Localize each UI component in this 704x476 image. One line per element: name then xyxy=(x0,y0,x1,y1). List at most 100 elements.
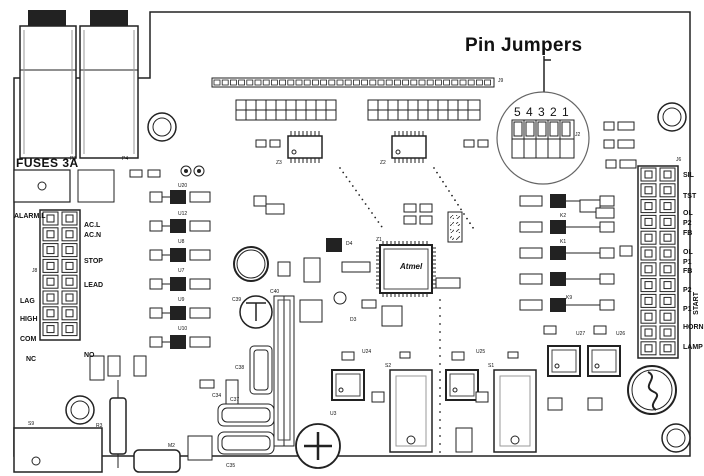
component-ref-j9: J9 xyxy=(498,78,504,84)
terminal-screw xyxy=(663,233,672,242)
component-ref-j6: J6 xyxy=(676,157,682,163)
via xyxy=(361,198,364,201)
via xyxy=(439,315,441,317)
passive xyxy=(89,355,105,381)
passive xyxy=(265,203,285,215)
component-ref-k9: K9 xyxy=(566,295,573,301)
component-ref-c37: C37 xyxy=(230,397,240,403)
fuse-holder-p4 xyxy=(79,10,139,159)
via xyxy=(439,323,441,325)
component-ref-c39: C39 xyxy=(232,297,242,303)
terminal-screw xyxy=(663,328,672,337)
via xyxy=(358,194,361,196)
terminal-screw xyxy=(644,249,653,258)
header-pin xyxy=(467,79,475,86)
header-pin xyxy=(311,79,319,86)
resistor-pack xyxy=(189,336,211,348)
passive xyxy=(587,397,603,411)
start-label: START xyxy=(693,292,700,315)
via xyxy=(439,363,441,365)
test-points xyxy=(180,165,205,177)
header-j9 xyxy=(211,77,495,88)
terminal-screw xyxy=(663,296,672,305)
passive xyxy=(619,245,633,257)
via xyxy=(439,451,441,453)
via xyxy=(374,216,377,219)
component-ref-u7: U7 xyxy=(178,268,185,274)
left-terminal-label: ALARM.L xyxy=(14,213,46,220)
via xyxy=(439,403,441,405)
passive xyxy=(255,139,267,148)
component-ref-p3: P3 xyxy=(70,156,77,162)
resistor xyxy=(149,307,163,319)
resistor-pack xyxy=(189,307,211,319)
component-ref-u25: U25 xyxy=(476,349,486,355)
inductor xyxy=(233,246,269,282)
via xyxy=(451,194,453,197)
terminal-screw xyxy=(663,312,672,321)
header-pin xyxy=(295,79,303,86)
header-pin xyxy=(213,79,221,86)
via xyxy=(439,379,441,381)
resistor xyxy=(599,273,615,285)
component-ref-u3: U3 xyxy=(330,411,337,417)
header-pin xyxy=(352,79,360,86)
mounting-hole-bottom-left xyxy=(65,395,95,425)
relay-s2 xyxy=(389,369,433,453)
via xyxy=(433,167,435,169)
terminal-screw xyxy=(46,277,55,286)
driver-ic-body xyxy=(335,373,361,397)
via xyxy=(463,213,465,215)
component-ref-c38: C38 xyxy=(235,365,245,371)
resistor-pack xyxy=(519,221,543,233)
via xyxy=(469,222,471,225)
passive xyxy=(463,139,475,148)
terminal-screw xyxy=(644,312,653,321)
terminal-screw xyxy=(663,344,672,353)
component-ref-c34: C34 xyxy=(212,393,222,399)
left-terminal-label: COM xyxy=(20,336,37,343)
resistor-pack xyxy=(519,273,543,285)
passive xyxy=(341,351,355,361)
header-pin xyxy=(385,79,393,86)
left-terminal-label: NC xyxy=(26,356,37,363)
terminal-screw xyxy=(644,344,653,353)
passive xyxy=(361,299,377,309)
header-pin xyxy=(336,79,344,86)
fuse-holder-p3 xyxy=(19,10,77,159)
terminal-screw xyxy=(663,170,672,179)
mid-terminal-label: LEAD xyxy=(84,282,104,289)
opto-couplers-right xyxy=(519,194,615,312)
passive xyxy=(547,397,563,411)
passive xyxy=(451,351,465,361)
via xyxy=(377,221,380,223)
header-pin xyxy=(262,79,270,86)
mounting-hole-bottom-right xyxy=(661,423,691,453)
opto-coupler xyxy=(170,219,186,233)
terminal-screw xyxy=(644,233,653,242)
via xyxy=(439,419,441,421)
via xyxy=(348,180,351,183)
resistor-pack xyxy=(519,195,543,207)
component-ref-j2: J2 xyxy=(575,132,581,138)
resistor xyxy=(149,278,163,290)
right-terminal-label: OL xyxy=(683,249,693,256)
resistor xyxy=(149,191,163,203)
header-pin xyxy=(443,79,451,86)
terminal-screw xyxy=(65,214,74,223)
via xyxy=(439,299,441,301)
left-terminal-label: HIGH xyxy=(20,316,38,323)
header-pin xyxy=(426,79,434,86)
terminal-screw xyxy=(663,202,672,211)
passive xyxy=(435,277,461,289)
passive xyxy=(371,391,385,403)
passive xyxy=(419,215,433,225)
via xyxy=(380,225,383,228)
terminal-screw xyxy=(46,246,55,255)
component-ref-c40: C40 xyxy=(270,289,280,295)
header-pin xyxy=(451,79,459,86)
passive xyxy=(381,305,403,327)
opto-coupler xyxy=(170,190,186,204)
terminal-screw xyxy=(663,265,672,274)
header-pin xyxy=(484,79,492,86)
